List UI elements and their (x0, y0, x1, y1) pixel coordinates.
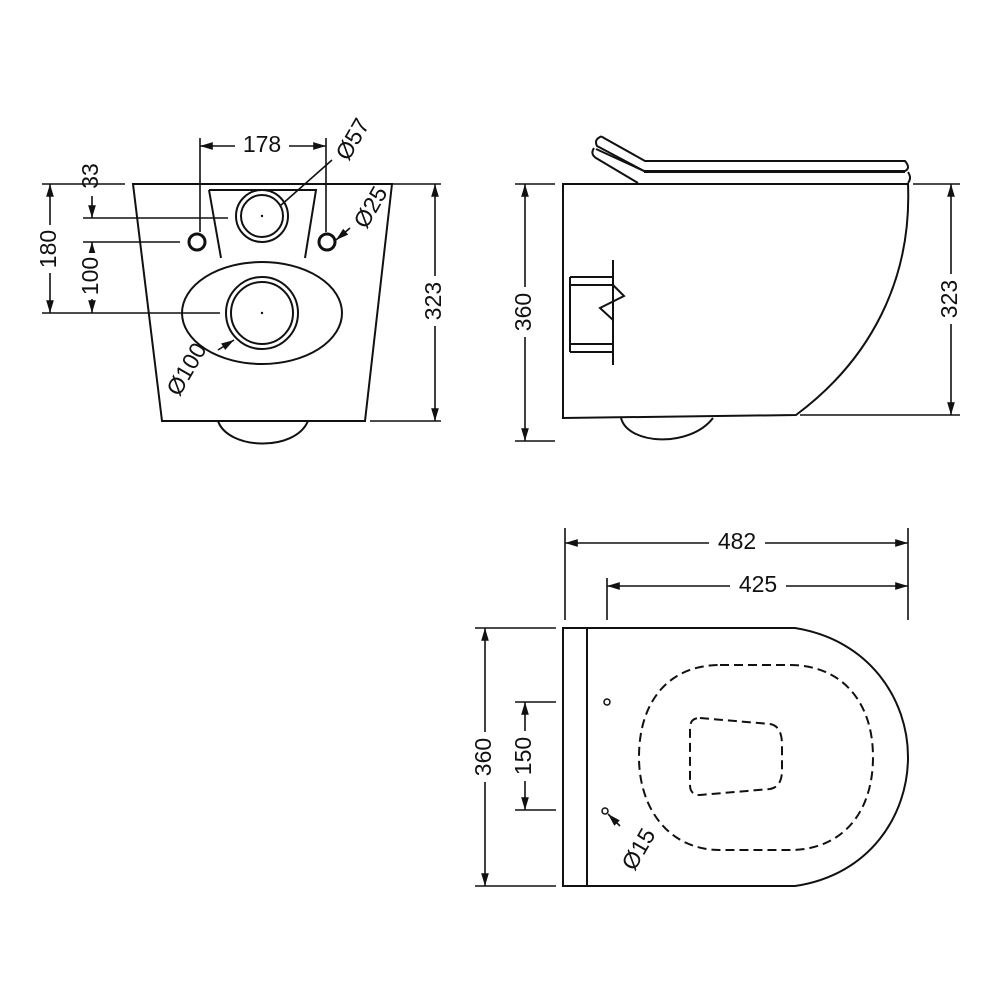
plan-view: Ø15 482 425 360 150 (470, 528, 910, 887)
dim-180: 180 (35, 230, 61, 268)
dim-100: 100 (77, 257, 103, 295)
dim-425: 425 (739, 571, 777, 597)
wall-bracket (569, 260, 626, 365)
dim-482: 482 (718, 528, 756, 554)
inlet-outer-circle (235, 189, 289, 243)
seat-lid (595, 135, 909, 172)
side-view: 360 323 (510, 135, 963, 442)
dim-dia-15: Ø15 (616, 824, 660, 875)
dim-360-plan: 360 (470, 738, 496, 776)
fixing-hole-left (187, 232, 207, 252)
dim-150: 150 (510, 737, 536, 775)
seat-hole-top (603, 698, 611, 706)
dim-178: 178 (243, 131, 281, 157)
dim-dia-57: Ø57 (330, 114, 374, 165)
inlet-panel (208, 189, 318, 259)
bowl-rim-dashed (637, 664, 875, 851)
side-body-outline (562, 183, 910, 420)
waste-inner-circle (230, 281, 294, 345)
dim-dia-25: Ø25 (348, 182, 392, 233)
seat-ring (591, 147, 911, 184)
dim-dia-100: Ø100 (161, 338, 212, 400)
waste-outer-circle (225, 276, 299, 350)
dim-323-side: 323 (936, 280, 962, 318)
dim-360-side: 360 (510, 293, 536, 331)
fixing-hole-right (317, 232, 337, 252)
bowl-waste-dashed (689, 716, 783, 797)
side-bottom-bump (620, 417, 714, 441)
front-bottom-bump (217, 420, 309, 445)
inlet-inner-circle (240, 194, 284, 238)
front-view: 178 Ø57 Ø25 180 33 100 Ø100 323 (35, 114, 447, 445)
seat-hole-bottom (601, 807, 609, 815)
dim-323-front: 323 (420, 282, 446, 320)
plan-body-outline (562, 627, 910, 887)
dim-33: 33 (77, 163, 103, 189)
